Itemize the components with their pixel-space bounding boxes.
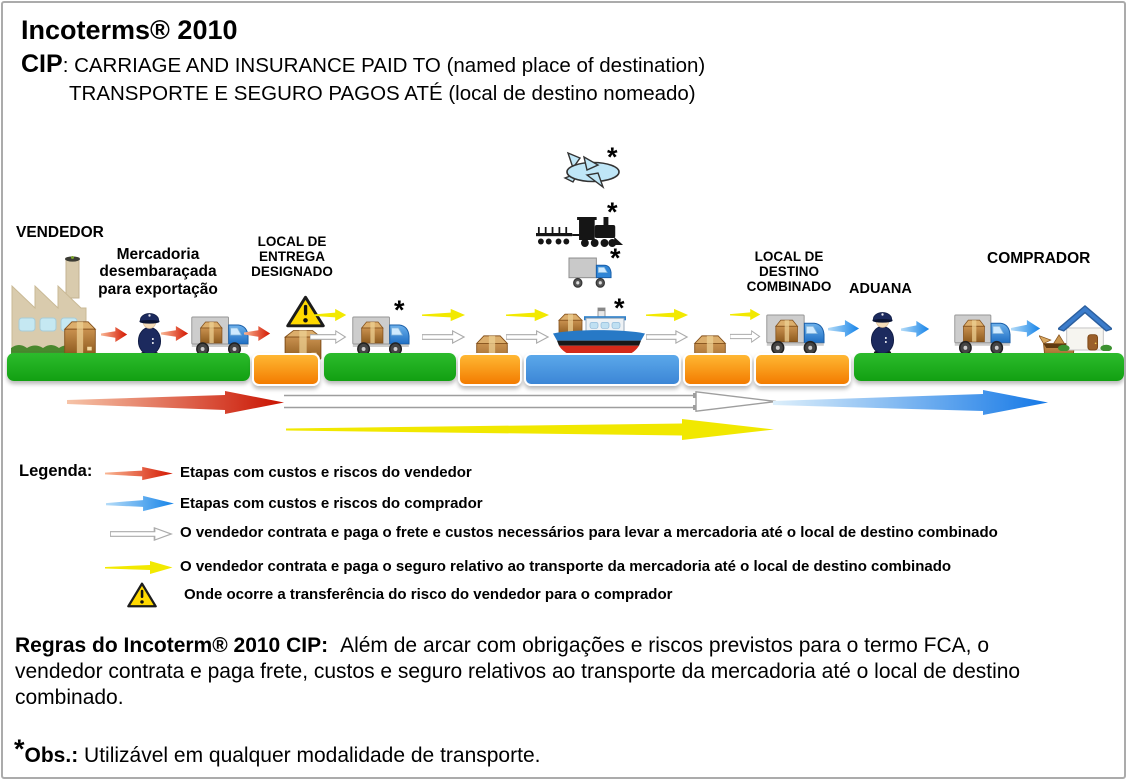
buyer-phase-arrow xyxy=(773,390,1048,415)
delivery-truck-icon xyxy=(954,314,1011,355)
legend-title: Legenda: xyxy=(19,462,93,480)
yellow-arrow-icon xyxy=(506,308,550,322)
red-arrow-icon xyxy=(105,466,175,481)
label-goods-cleared: Mercadoria desembaraçada para exportação xyxy=(98,246,218,298)
yellow-arrow-icon xyxy=(422,308,466,322)
ground-segment-orange xyxy=(458,353,522,386)
blue-arrow-icon xyxy=(901,320,930,338)
white-arrow-icon xyxy=(646,330,689,344)
legend-item-text: O vendedor contrata e paga o frete e cus… xyxy=(180,524,998,541)
any-mode-asterisk: * xyxy=(607,142,618,172)
note-text: Utilizável em qualquer modalidade de tra… xyxy=(84,744,541,767)
red-arrow-icon xyxy=(244,325,271,342)
blue-arrow-icon xyxy=(1011,319,1041,338)
white-arrow-icon xyxy=(506,330,550,344)
insurance-paid-arrow xyxy=(286,419,774,440)
cargo-truck-icon xyxy=(568,257,613,288)
delivery-truck-icon xyxy=(352,316,410,356)
label-customs: ADUANA xyxy=(849,281,912,297)
term-name-pt: TRANSPORTE E SEGURO PAGOS ATÉ (local de … xyxy=(69,82,696,105)
blue-arrow-icon xyxy=(106,495,176,512)
yellow-arrow-icon xyxy=(730,308,761,321)
freight-paid-arrow xyxy=(284,391,777,412)
rules-paragraph: Regras do Incoterm® 2010 CIP:Além de arc… xyxy=(15,633,1047,711)
legend-item-text: Etapas com custos e riscos do comprador xyxy=(180,495,483,512)
any-mode-asterisk: * xyxy=(394,295,405,325)
customs-officer-icon xyxy=(137,309,162,355)
yellow-arrow-icon xyxy=(646,308,689,322)
ground-segment-green xyxy=(7,353,250,381)
yellow-arrow-icon xyxy=(313,308,347,322)
label-seller: VENDEDOR xyxy=(16,224,104,241)
customs-officer-icon xyxy=(870,308,895,354)
ground-segment-orange xyxy=(754,353,851,386)
label-delivery-place: LOCAL DE ENTREGA DESIGNADO xyxy=(251,234,333,280)
any-mode-asterisk: * xyxy=(607,197,618,227)
note-line: *Obs.: Utilizável em qualquer modalidade… xyxy=(14,734,540,768)
note-asterisk: * xyxy=(14,734,25,764)
ground-segment-orange xyxy=(683,353,752,386)
page-title: Incoterms® 2010 xyxy=(21,15,238,45)
house-icon xyxy=(1058,303,1112,351)
cardboard-box-icon xyxy=(62,319,98,356)
rules-label: Regras do Incoterm® 2010 CIP: xyxy=(15,634,329,657)
cargo-ship-icon xyxy=(552,306,646,357)
term-line-en: CIP: CARRIAGE AND INSURANCE PAID TO (nam… xyxy=(21,50,705,79)
note-label: Obs.: xyxy=(24,744,79,767)
legend-item-text: O vendedor contrata e paga o seguro rela… xyxy=(180,558,952,575)
any-mode-asterisk: * xyxy=(610,243,621,273)
term-name-en: : CARRIAGE AND INSURANCE PAID TO (named … xyxy=(62,54,706,77)
label-buyer: COMPRADOR xyxy=(987,250,1091,267)
ground-segment-water xyxy=(524,353,681,386)
red-arrow-icon xyxy=(101,326,128,343)
white-arrow-icon xyxy=(730,330,761,343)
ground-segment-green xyxy=(324,353,456,381)
label-destination-place: LOCAL DE DESTINO COMBINADO xyxy=(746,249,832,295)
warning-triangle-icon xyxy=(127,582,157,608)
any-mode-asterisk: * xyxy=(614,293,625,323)
ground-segment-orange xyxy=(252,353,320,386)
ground-segment-green xyxy=(854,353,1124,381)
delivery-truck-icon xyxy=(766,314,825,355)
delivery-truck-icon xyxy=(191,316,249,356)
seller-phase-arrow xyxy=(67,391,284,414)
term-code: CIP xyxy=(21,50,63,78)
blue-arrow-icon xyxy=(828,319,860,338)
red-arrow-icon xyxy=(161,325,189,342)
yellow-arrow-icon xyxy=(105,560,174,575)
white-arrow-icon xyxy=(310,330,347,344)
white-arrow-icon xyxy=(422,330,466,344)
white-arrow-icon xyxy=(110,527,174,541)
legend-item-text: Etapas com custos e riscos do vendedor xyxy=(180,464,472,481)
rules-text: Além de arcar com obrigações e riscos pr… xyxy=(15,634,1021,709)
legend-item-text: Onde ocorre a transferência do risco do … xyxy=(184,586,673,603)
